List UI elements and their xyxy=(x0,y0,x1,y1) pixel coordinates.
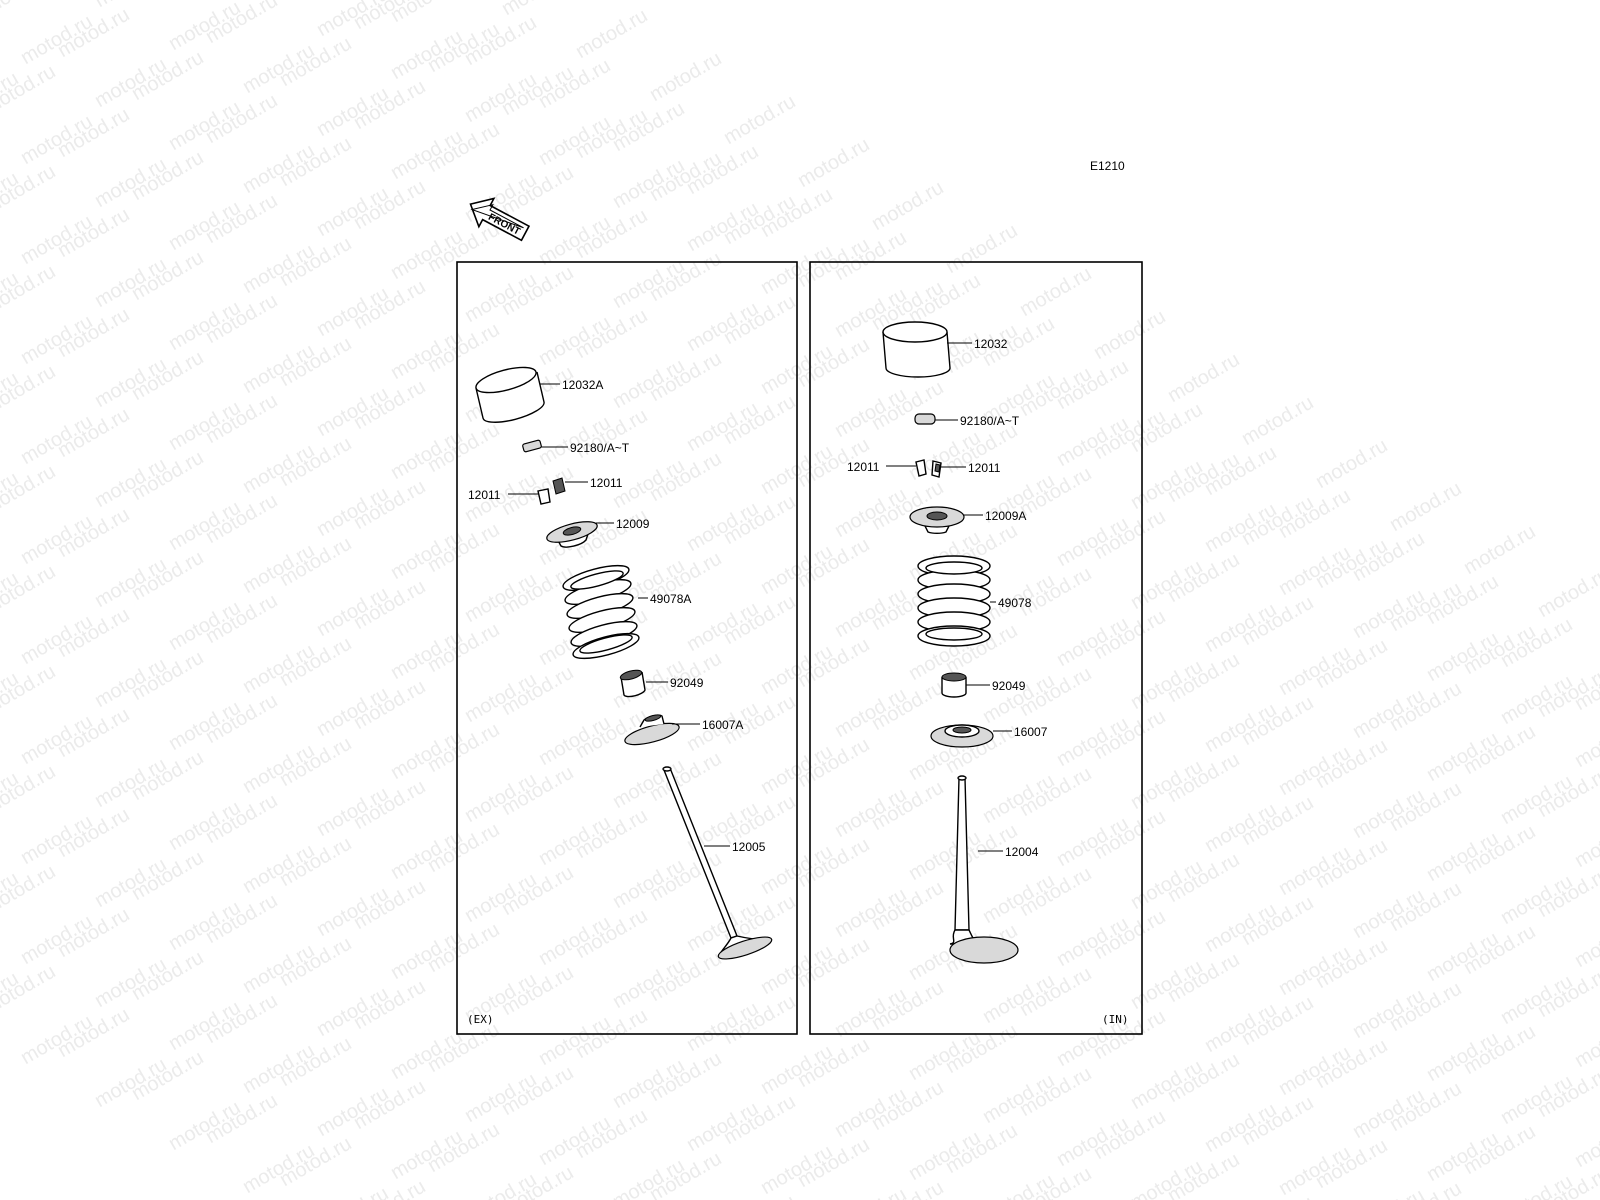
exhaust-spring-seat-label: 16007A xyxy=(702,718,743,732)
exhaust-spring xyxy=(562,564,640,660)
intake-valve xyxy=(949,775,1019,964)
intake-panel-frame xyxy=(809,261,1143,1035)
intake-spring-seat xyxy=(930,724,994,748)
exhaust-valve xyxy=(662,766,773,960)
exhaust-spring-seat xyxy=(624,714,680,746)
front-arrow-icon: FRONT xyxy=(469,197,531,242)
exhaust-panel: 12032A 92180/A~T 12011 12011 12009 xyxy=(456,261,798,1035)
exhaust-spring-label: 49078A xyxy=(650,592,691,606)
intake-valve-label: 12004 xyxy=(1005,845,1039,859)
diagram-code: E1210 xyxy=(1090,159,1125,173)
intake-tappet-label: 12032 xyxy=(974,337,1008,351)
exhaust-shim-label: 92180/A~T xyxy=(570,441,630,455)
intake-tappet xyxy=(882,321,951,378)
intake-panel-tag: (IN) xyxy=(1102,1013,1129,1026)
intake-retainer-label: 12009A xyxy=(985,509,1026,523)
intake-panel: 12032 92180/A~T 12011 12011 12009A xyxy=(809,261,1143,1035)
intake-retainer xyxy=(909,506,965,535)
intake-cotter-left xyxy=(915,459,927,477)
exhaust-cotter-left xyxy=(537,488,551,505)
exhaust-cotter-left-label: 12011 xyxy=(468,488,501,502)
exhaust-oil-seal-label: 92049 xyxy=(670,676,704,690)
intake-oil-seal-label: 92049 xyxy=(992,679,1026,693)
exhaust-retainer xyxy=(546,521,598,548)
intake-cotter-left-label: 12011 xyxy=(847,460,880,474)
exhaust-panel-frame xyxy=(456,261,798,1035)
exhaust-tappet-label: 12032A xyxy=(562,378,603,392)
intake-cotter-right-label: 12011 xyxy=(968,461,1001,475)
exhaust-valve-label: 12005 xyxy=(732,840,766,854)
exhaust-tappet xyxy=(475,366,545,423)
exhaust-oil-seal xyxy=(619,669,646,698)
exhaust-panel-tag: (EX) xyxy=(467,1013,494,1026)
exhaust-retainer-label: 12009 xyxy=(616,517,650,531)
intake-cotter-right xyxy=(931,460,942,478)
intake-spring-label: 49078 xyxy=(998,596,1032,610)
exhaust-shim xyxy=(522,439,542,453)
intake-spring-seat-label: 16007 xyxy=(1014,725,1048,739)
intake-shim-label: 92180/A~T xyxy=(960,414,1020,428)
exhaust-cotter-right xyxy=(552,477,566,495)
intake-oil-seal xyxy=(941,672,967,698)
intake-shim xyxy=(914,413,936,425)
exhaust-cotter-right-label: 12011 xyxy=(590,476,623,490)
intake-spring xyxy=(917,555,991,647)
